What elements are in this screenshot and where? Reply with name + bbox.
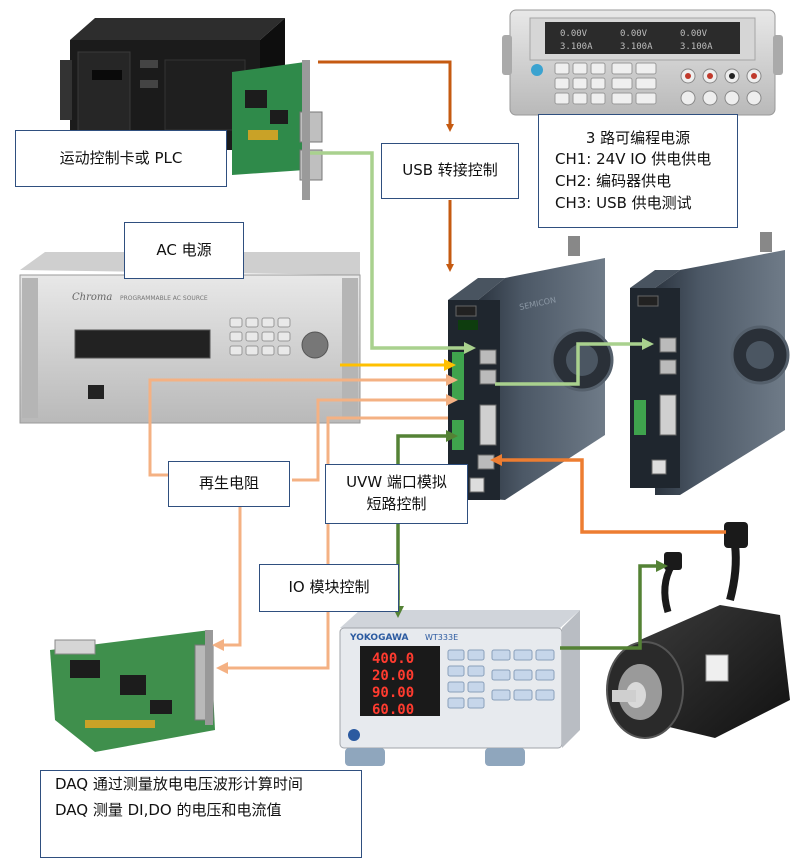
- psu-display-a3: 3.100A: [680, 42, 713, 52]
- motion-card-pcb-image: [232, 60, 323, 200]
- meter-reading-1: 400.0: [372, 651, 414, 667]
- label-regen-resistor: 再生电阻: [168, 461, 290, 507]
- label-daq-line2: DAQ 测量 DI,DO 的电压和电流值: [55, 801, 282, 820]
- psu-display-v2: 0.00V: [620, 29, 648, 39]
- label-usb-control-text: USB 转接控制: [402, 161, 498, 180]
- label-motion-card-text: 运动控制卡或 PLC: [59, 148, 183, 167]
- label-uvw-line1: UVW 端口模拟: [346, 473, 447, 492]
- power-meter-image: YOKOGAWA WT333E 400.0 20.00 90.00 60.00: [339, 610, 580, 766]
- meter-brand-text: YOKOGAWA: [349, 633, 409, 643]
- ac-knob: [301, 331, 329, 359]
- psu-display-a1: 3.100A: [560, 42, 593, 52]
- wire-motor-to-drive: [490, 454, 726, 534]
- label-psu-title: 3 路可编程电源: [585, 128, 691, 147]
- label-daq: DAQ 通过测量放电电压波形计算时间 DAQ 测量 DI,DO 的电压和电流值: [40, 770, 362, 858]
- wire-pc-to-usb: [318, 60, 454, 132]
- wire-drive-to-drive: [495, 338, 654, 386]
- daq-card-image: [50, 630, 215, 752]
- ac-power-switch: [88, 385, 104, 399]
- programmable-psu-image: 0.00V 0.00V 0.00V 3.100A 3.100A 3.100A: [502, 9, 783, 116]
- label-psu-ch2: CH2: 编码器供电: [555, 172, 672, 190]
- wire-drive-to-daq: [216, 416, 448, 674]
- meter-reading-4: 60.00: [372, 702, 414, 718]
- meter-power-button: [348, 729, 360, 741]
- label-psu-ch3: CH3: USB 供电测试: [555, 193, 692, 212]
- psu-display-a2: 3.100A: [620, 42, 653, 52]
- psu-terminals: [680, 68, 762, 106]
- label-uvw-line2: 短路控制: [366, 495, 427, 513]
- psu-display-v3: 0.00V: [680, 29, 708, 39]
- label-daq-line1: DAQ 通过测量放电电压波形计算时间: [55, 775, 303, 793]
- label-ac-source: AC 电源: [124, 222, 244, 279]
- ac-brand-text: Chroma: [72, 292, 112, 303]
- meter-reading-3: 90.00: [372, 685, 414, 701]
- wire-meter-to-motor: [560, 560, 668, 650]
- label-uvw-short: UVW 端口模拟 短路控制: [325, 464, 468, 524]
- wire-regen-right: [292, 394, 458, 482]
- psu-power-button: [531, 64, 543, 76]
- label-io-module-text: IO 模块控制: [288, 578, 370, 597]
- wire-regen-to-daq: [212, 505, 242, 651]
- meter-reading-2: 20.00: [372, 668, 414, 684]
- label-usb-control: USB 转接控制: [381, 143, 519, 199]
- label-motion-card: 运动控制卡或 PLC: [15, 130, 227, 187]
- wire-card-to-drive: [310, 151, 476, 354]
- label-io-module: IO 模块控制: [259, 564, 399, 612]
- ac-model-text: PROGRAMMABLE AC SOURCE: [120, 295, 208, 302]
- ac-source-image: Chroma PROGRAMMABLE AC SOURCE: [19, 252, 361, 424]
- label-ac-source-text: AC 电源: [156, 240, 212, 259]
- wire-uvw-control: [396, 430, 458, 600]
- meter-model-text: WT333E: [425, 633, 458, 642]
- label-psu: 3 路可编程电源 CH1: 24V IO 供电供电 CH2: 编码器供电 CH3…: [538, 114, 738, 228]
- label-psu-ch1: CH1: 24V IO 供电供电: [555, 150, 712, 169]
- servo-drive-secondary-image: [630, 232, 790, 495]
- servo-motor-image: [606, 522, 790, 739]
- psu-display-v1: 0.00V: [560, 29, 588, 39]
- label-regen-resistor-text: 再生电阻: [198, 474, 259, 493]
